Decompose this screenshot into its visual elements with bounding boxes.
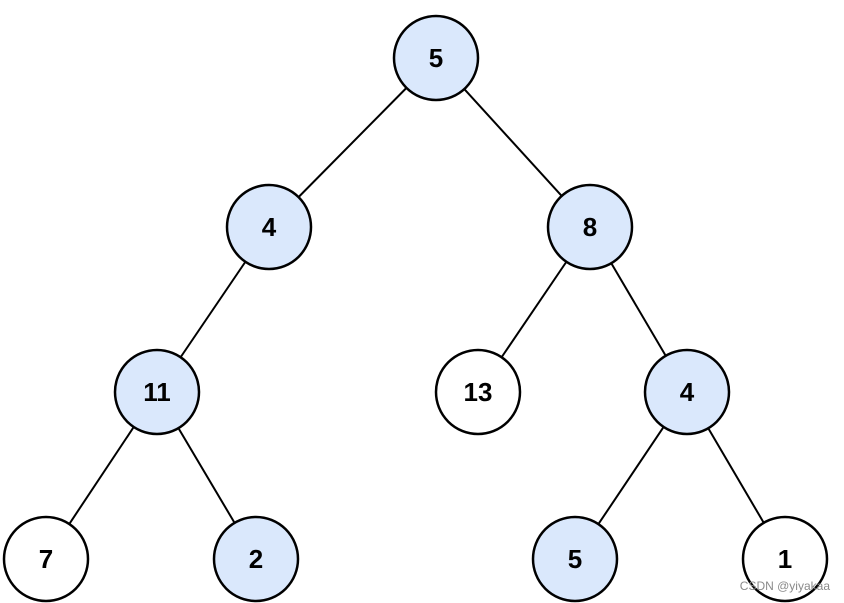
node-circle xyxy=(546,183,634,271)
edge-n5-n8 xyxy=(463,88,563,197)
edge-n5-n4a xyxy=(297,87,408,198)
tree-node-n5: 5 xyxy=(392,14,480,102)
edge-n8-n4b xyxy=(610,262,667,357)
tree-node-n13: 13 xyxy=(434,348,522,436)
tree-node-n11: 11 xyxy=(113,348,201,436)
edge-n8-n13 xyxy=(500,261,568,358)
node-circle xyxy=(741,515,829,603)
node-circle xyxy=(113,348,201,436)
tree-edges xyxy=(68,87,765,525)
edge-n11-n7 xyxy=(68,426,135,525)
edge-n11-n2 xyxy=(177,427,236,524)
tree-node-n4b: 4 xyxy=(643,348,731,436)
node-label: 5 xyxy=(429,43,443,73)
node-label: 4 xyxy=(262,212,277,242)
edge-n4b-n5b xyxy=(597,426,665,525)
node-circle xyxy=(212,515,300,603)
node-circle xyxy=(643,348,731,436)
node-circle xyxy=(434,348,522,436)
node-label: 11 xyxy=(143,377,171,407)
edge-n4b-n1 xyxy=(707,427,765,524)
tree-node-n1: 1 xyxy=(741,515,829,603)
watermark: CSDN @yiyakaa xyxy=(739,579,830,593)
tree-node-n2: 2 xyxy=(212,515,300,603)
tree-node-n5b: 5 xyxy=(531,515,619,603)
node-label: 2 xyxy=(249,544,263,574)
node-label: 13 xyxy=(464,377,493,407)
node-label: 4 xyxy=(680,377,695,407)
node-circle xyxy=(2,515,90,603)
node-circle xyxy=(225,183,313,271)
node-label: 8 xyxy=(583,212,597,242)
tree-node-n8: 8 xyxy=(546,183,634,271)
tree-node-n4a: 4 xyxy=(225,183,313,271)
node-label: 1 xyxy=(778,544,792,574)
node-label: 7 xyxy=(39,544,53,574)
tree-nodes: 5 4 8 11 13 4 7 2 5 1 xyxy=(2,14,829,603)
node-circle xyxy=(531,515,619,603)
node-label: 5 xyxy=(568,544,582,574)
node-circle xyxy=(392,14,480,102)
edge-n4a-n11 xyxy=(179,261,247,358)
tree-node-n7: 7 xyxy=(2,515,90,603)
